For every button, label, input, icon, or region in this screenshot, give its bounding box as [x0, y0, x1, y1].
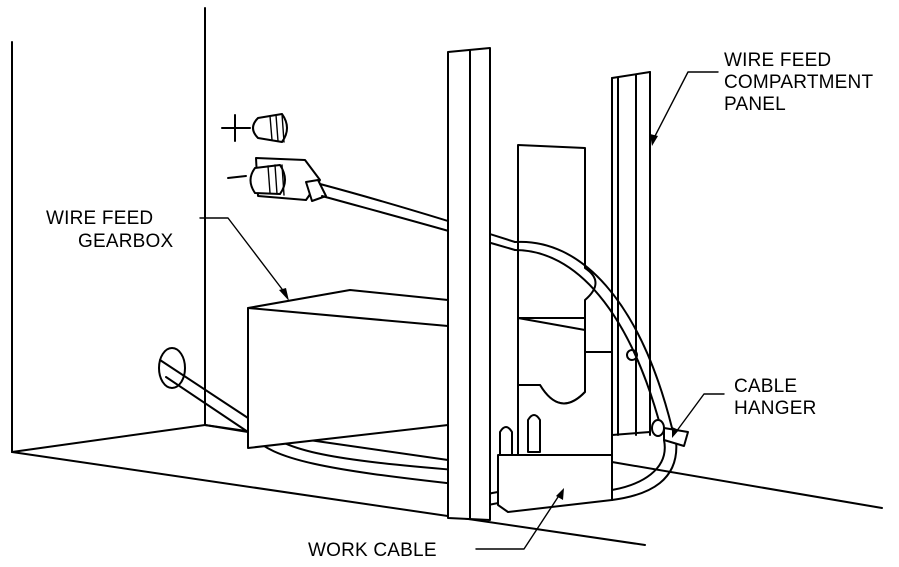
wire-feed-gearbox [247, 289, 449, 449]
negative-terminal [227, 157, 327, 202]
compartment-panel [611, 71, 651, 436]
label-panel-line-3: PANEL [724, 94, 786, 115]
label-gearbox-line-1: WIRE FEED [46, 208, 153, 229]
label-compartment-panel: WIRE FEED COMPARTMENT PANEL [724, 50, 873, 115]
label-cable-hanger: CABLE HANGER [734, 376, 817, 419]
front-post [447, 47, 513, 521]
label-hanger-line-1: CABLE [734, 376, 797, 397]
label-panel-line-2: COMPARTMENT [724, 72, 873, 93]
mounting-bracket [497, 144, 613, 513]
label-hanger-line-2: HANGER [734, 398, 817, 419]
label-gearbox-line-2: GEARBOX [78, 231, 173, 252]
cabinet-wall [11, 7, 249, 453]
wall-grommet [158, 347, 249, 433]
label-panel-line-1: WIRE FEED [724, 50, 831, 71]
hanger-cable [514, 240, 678, 501]
positive-terminal [221, 113, 288, 143]
label-work-cable: WORK CABLE [308, 540, 437, 561]
cable-hanger [651, 419, 689, 447]
label-wire-feed-gearbox: WIRE FEED GEARBOX [46, 208, 173, 252]
leader-lines [199, 71, 725, 550]
